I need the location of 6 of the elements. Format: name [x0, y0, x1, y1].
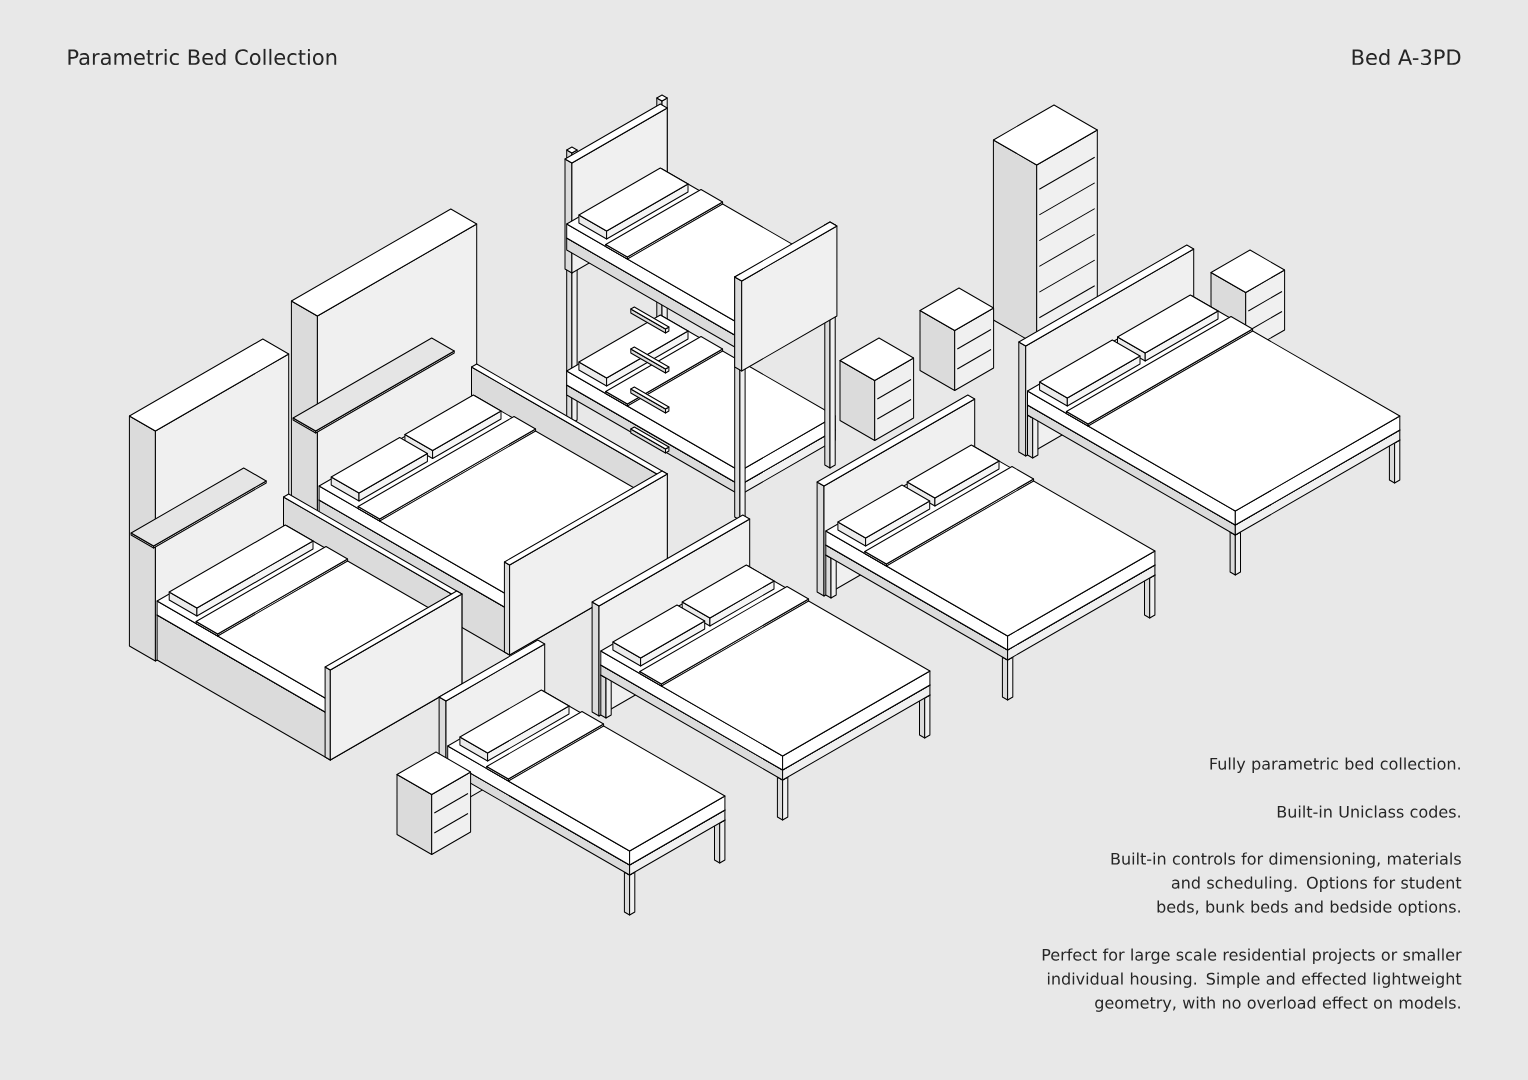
sheet-code: Bed A-3PD	[1352, 48, 1461, 66]
description-text: Fully parametric bed collection.	[1210, 757, 1460, 773]
description-text: Built-in Uniclass codes.	[1277, 805, 1460, 818]
title: Parametric Bed Collection	[68, 48, 337, 66]
description-text: Perfect for large scale residential projects or smaller individual housing. Simple and effected lightweight geometry, with no overload effect on models.	[1042, 948, 1462, 1012]
description-text: Built-in controls for dimensioning, materials and scheduling. Options for student beds, bunk beds and bedside options.	[1111, 852, 1462, 916]
